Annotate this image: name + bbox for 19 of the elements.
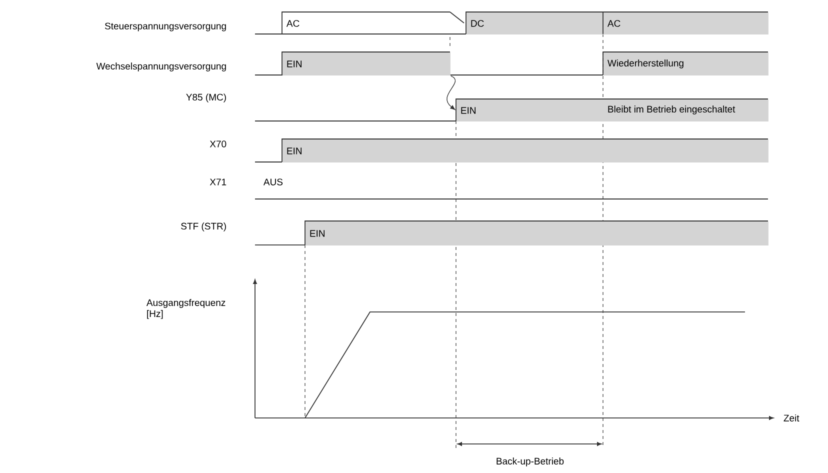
signal-label: X70 [210,140,226,148]
signal-label: X71 [210,178,226,186]
signal-label: Steuerspannungsversorgung [105,22,226,32]
signal-pulse: EIN Bleibt im Betrieb eingeschaltet [456,98,768,122]
curved-arrow [446,76,456,110]
signal-label: STF (STR) [181,222,226,232]
signal-pulse: EIN [304,220,768,246]
signal-pulse: DC [466,12,604,34]
signal-pulse: Wiederherstellung [602,52,768,76]
signal-label: Ausgangsfrequenz [Hz] [146,299,226,319]
signal-label: Y85 (MC) [186,94,226,102]
signal-label: Wechselspannungsversorgung [96,62,226,72]
signal-pulse: EIN [282,36,450,76]
signal-label: AUS [263,178,283,186]
signal-pulse: AC [602,12,768,34]
signal-pulse: AC [254,12,466,34]
signal-label: Back-up-Betrieb [496,458,564,466]
signal-pulse: EIN [282,138,768,162]
signal-label: Zeit [784,414,800,422]
